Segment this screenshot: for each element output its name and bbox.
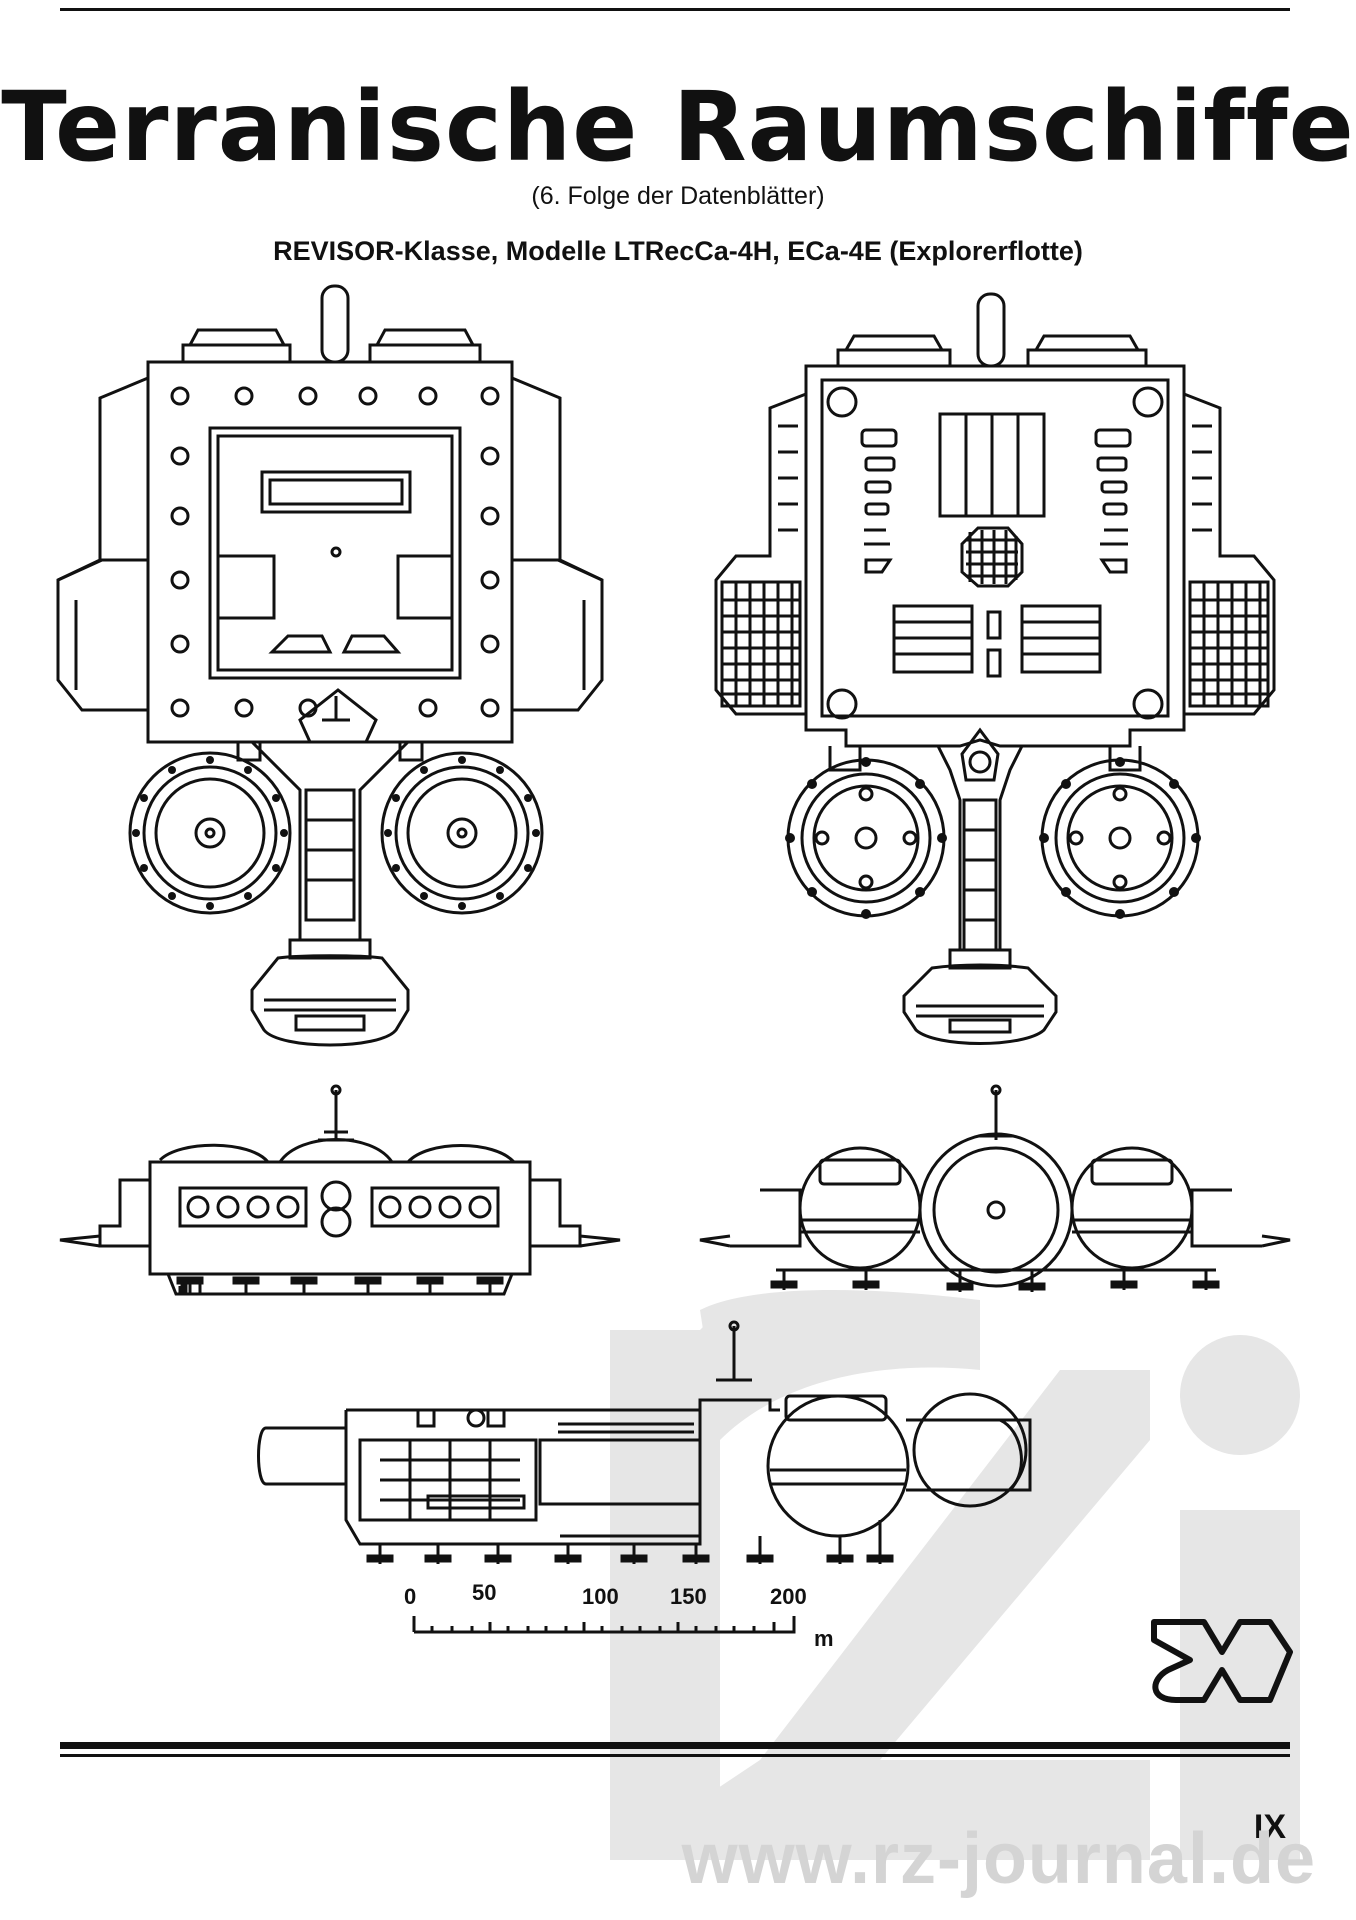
page-number: IX — [1253, 1808, 1286, 1846]
ship-rear-view — [699, 1084, 1291, 1288]
page-subtitle: (6. Folge der Datenblätter) — [531, 182, 825, 210]
top-rule — [60, 8, 1290, 11]
scale-tick-50: 50 — [472, 1580, 496, 1605]
side-feet — [366, 1520, 894, 1564]
bottom-rule-thick — [60, 1742, 1290, 1749]
wheel-studs-left — [132, 756, 540, 910]
rear-feet — [770, 1270, 1220, 1292]
ship-side-view — [257, 1320, 1032, 1546]
ship-top-view-left — [56, 284, 604, 1047]
scale-bar — [412, 1616, 796, 1634]
ship-front-view — [59, 1084, 621, 1296]
bottom-rule-thin — [60, 1754, 1290, 1757]
ship-top-view-right — [714, 292, 1276, 1045]
rivets-left — [170, 386, 500, 722]
wheels-right — [786, 758, 1200, 918]
publisher-logo — [1151, 1619, 1293, 1703]
watermark-url: www.rz-journal.de — [681, 1819, 1316, 1899]
scale-tick-200: 200 — [770, 1584, 807, 1609]
side-portholes — [416, 1408, 506, 1428]
scale-unit: m — [814, 1626, 834, 1651]
scale-tick-150: 150 — [670, 1584, 707, 1609]
scale-tick-100: 100 — [582, 1584, 619, 1609]
wheel-studs-right — [785, 757, 1201, 919]
front-feet — [176, 1276, 504, 1294]
page-title: Terranische Raumschiffe — [1, 71, 1355, 183]
wheels-left — [128, 751, 544, 915]
scale-tick-0: 0 — [404, 1584, 416, 1609]
rz-watermark-logo — [610, 1290, 1300, 1860]
model-heading: REVISOR-Klasse, Modelle LTRecCa-4H, ECa-… — [273, 236, 1083, 266]
